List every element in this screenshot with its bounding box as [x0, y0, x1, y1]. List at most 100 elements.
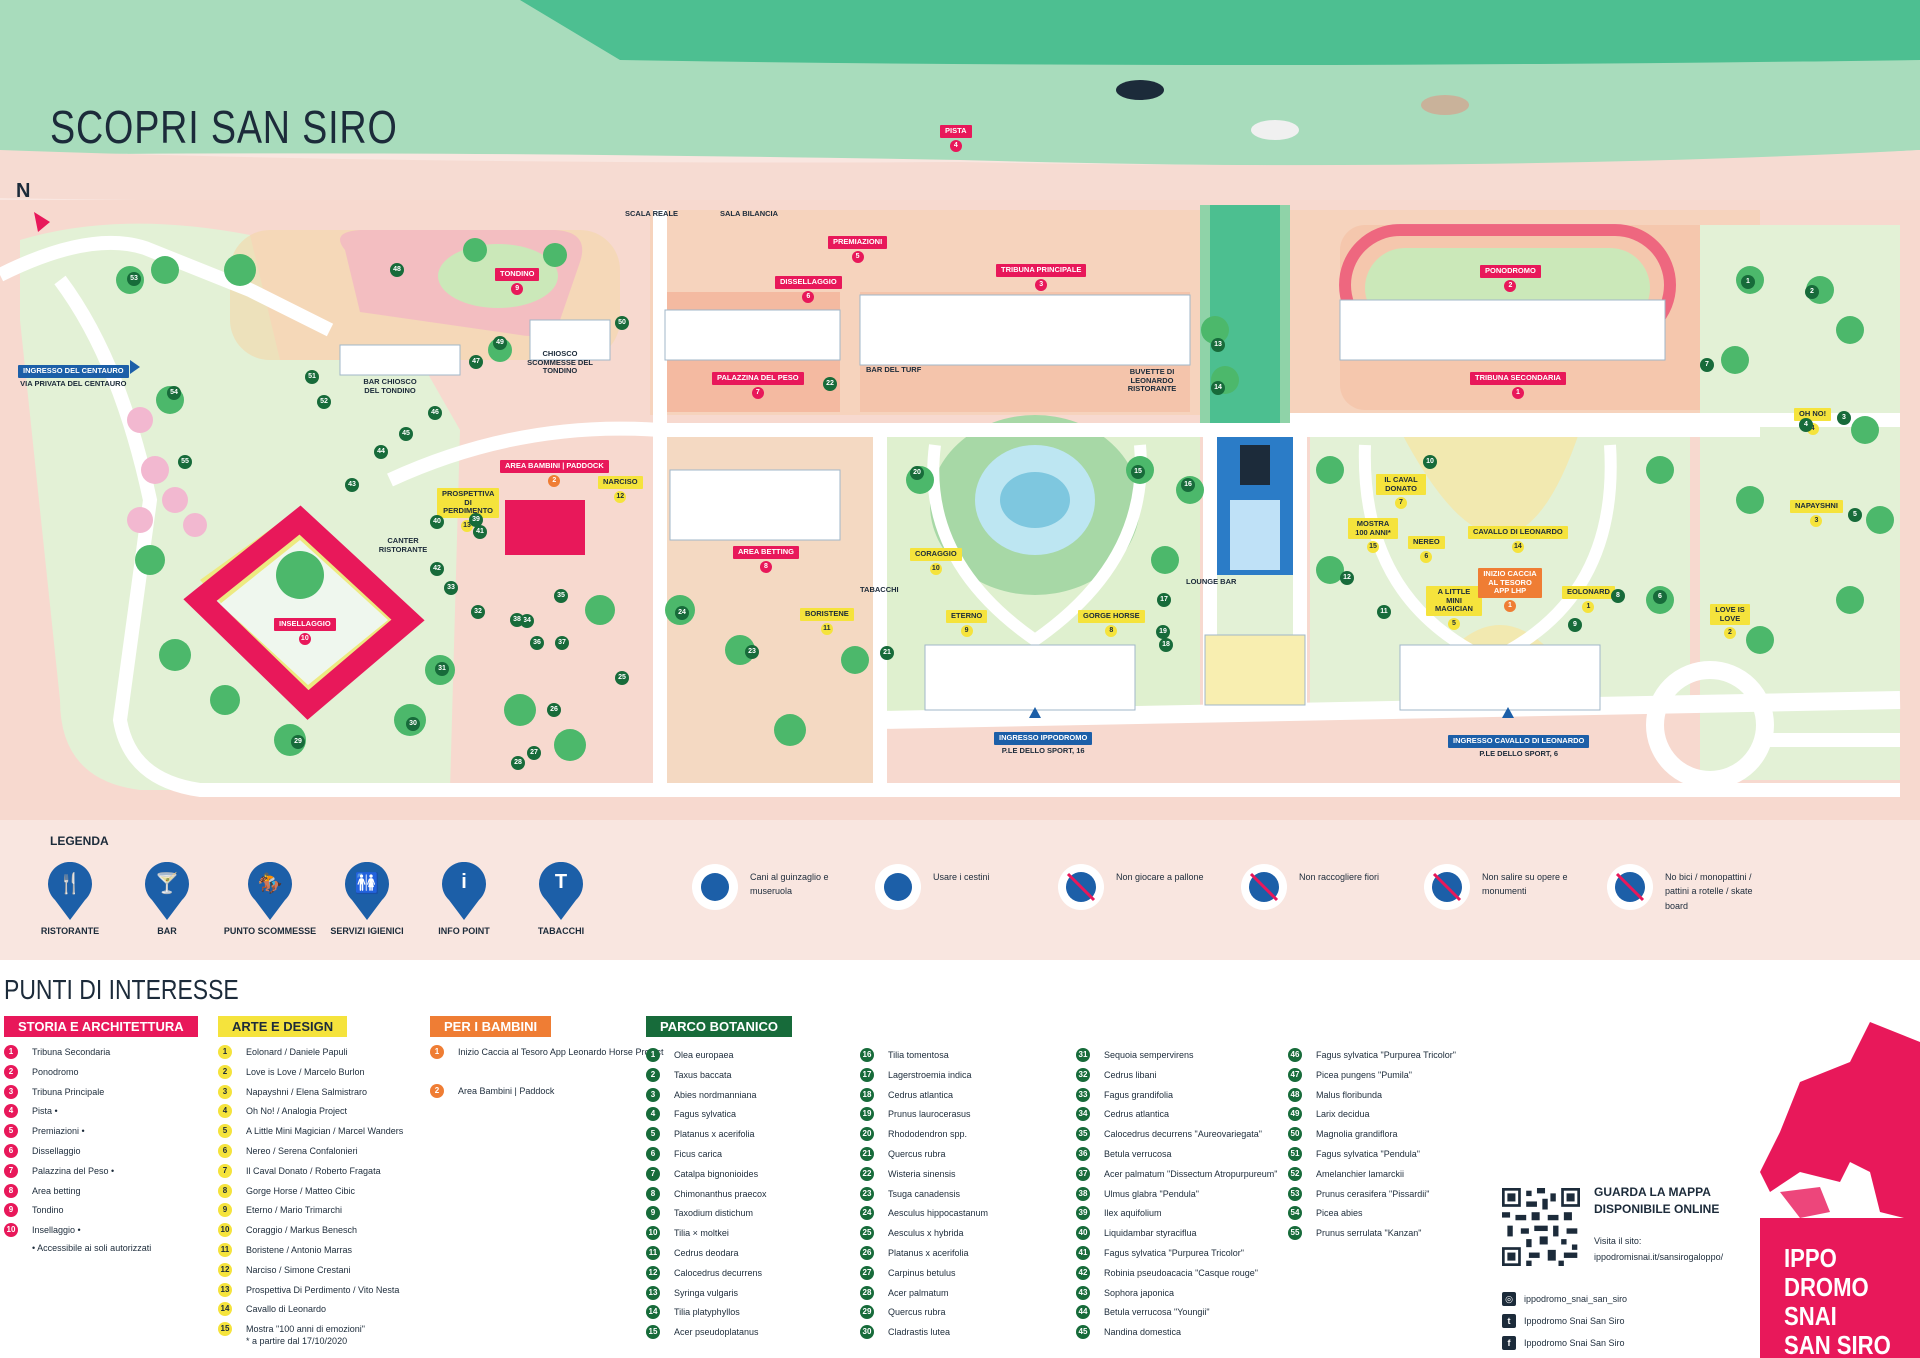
tree-number[interactable]: 22 [823, 377, 837, 391]
tree-number[interactable]: 9 [1568, 618, 1582, 632]
tree-number[interactable]: 11 [1377, 605, 1391, 619]
tree-number[interactable]: 46 [428, 406, 442, 420]
tree-number[interactable]: 43 [345, 478, 359, 492]
tree-number[interactable]: 54 [167, 386, 181, 400]
tree-number[interactable]: 47 [469, 355, 483, 369]
tree-number[interactable]: 49 [493, 336, 507, 350]
social-instagram[interactable]: ◎ippodromo_snai_san_siro [1502, 1292, 1627, 1306]
tree-number[interactable]: 42 [430, 562, 444, 576]
tree-number[interactable]: 35 [554, 589, 568, 603]
tree-number[interactable]: 41 [473, 525, 487, 539]
online-url-link[interactable]: ippodromisnai.it/sansirogaloppo/ [1594, 1252, 1724, 1262]
qr-code[interactable] [1502, 1188, 1580, 1266]
tree-number[interactable]: 21 [880, 646, 894, 660]
tree-number[interactable]: 18 [1159, 638, 1173, 652]
tree-number[interactable]: 38 [510, 613, 524, 627]
tree-number[interactable]: 28 [511, 756, 525, 770]
tree-number[interactable]: 25 [615, 671, 629, 685]
tree-number[interactable]: 5 [1848, 508, 1862, 522]
tree-number[interactable]: 29 [291, 735, 305, 749]
tree-number[interactable]: 48 [390, 263, 404, 277]
tree-number[interactable]: 52 [317, 395, 331, 409]
tree-number[interactable]: 20 [910, 466, 924, 480]
tree-number[interactable]: 12 [1340, 571, 1354, 585]
tree-number[interactable]: 6 [1653, 590, 1667, 604]
tree-number[interactable]: 15 [1131, 465, 1145, 479]
tree-number[interactable]: 3 [1837, 411, 1851, 425]
tree-number[interactable]: 8 [1611, 589, 1625, 603]
tree-number[interactable]: 55 [178, 455, 192, 469]
tree-number[interactable]: 50 [615, 316, 629, 330]
tree-number[interactable]: 17 [1157, 593, 1171, 607]
tree-number[interactable]: 31 [435, 662, 449, 676]
tree-number[interactable]: 4 [1799, 418, 1813, 432]
tree-number[interactable]: 33 [444, 581, 458, 595]
map-label-oh-no[interactable]: OH NO!4 [1794, 408, 1832, 435]
